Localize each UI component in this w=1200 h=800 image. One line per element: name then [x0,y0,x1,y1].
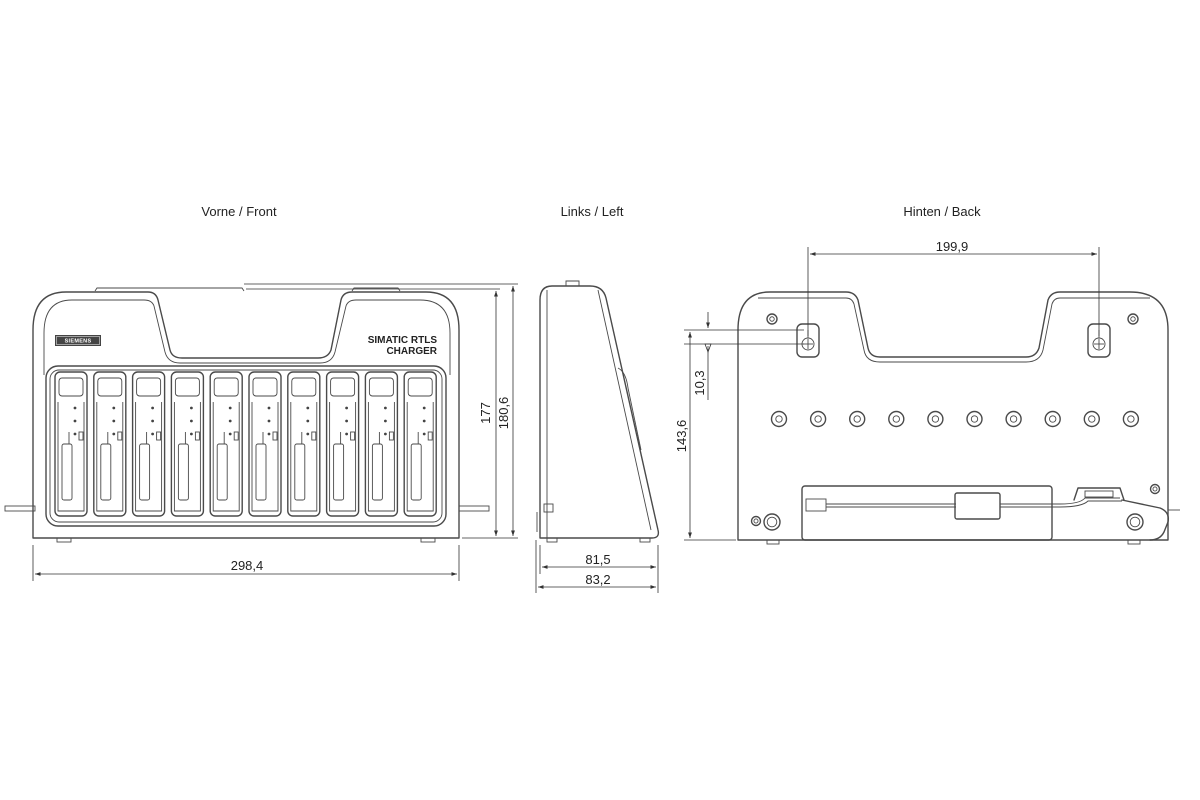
back-screws [750,313,1161,531]
cable-channel [801,485,1053,541]
charging-slot [364,371,399,517]
left-connector [543,503,554,513]
front-rod-left [4,505,36,512]
screw [770,410,788,428]
charging-slot [131,371,166,517]
front-view-title: Vorne / Front [201,204,277,219]
dim-depth-total-label: 83,2 [585,572,610,587]
left-slope-detail [617,367,642,451]
left-view [536,280,660,543]
corner-screw [1127,313,1139,325]
cable-ferrite [954,492,1001,520]
screw [849,410,866,428]
foot-bolt [1126,513,1144,531]
left-slope-inner [597,289,652,531]
front-body-inner-contour [43,299,451,375]
screw [1005,410,1022,428]
back-foot-right [1127,539,1141,545]
charging-slot [93,371,127,517]
left-foot-front [546,537,558,543]
cable-line-out-upper [1000,497,1120,505]
screw [809,410,827,428]
front-foot-left [56,537,72,543]
front-body [32,291,460,539]
screw [1122,410,1140,428]
back-inner-contour [758,297,1150,363]
dim-depths: 81,5 83,2 [535,540,659,593]
cable-plug [805,498,827,512]
siemens-logo [55,335,101,346]
dim-hole-slot-label: 10,3 [692,370,707,395]
dim-hole-height-label: 143,6 [674,420,689,453]
dim-height-outer-label: 180,6 [496,397,511,430]
dim-hole-spacing: 199,9 [807,239,1100,336]
corner-screw [766,313,778,325]
charging-slot [54,371,88,517]
foot-bolt [763,513,781,531]
cable-clip-slot [1084,490,1114,498]
left-view-title: Links / Left [561,204,624,219]
front-rod-right [458,505,490,512]
screw [888,410,905,428]
back-view [737,291,1180,545]
charging-slots [54,371,437,517]
dim-height-inner-label: 177 [478,402,493,424]
cable-clip [1073,487,1125,501]
screw [927,410,944,428]
dim-hole-spacing-label: 199,9 [936,239,969,254]
screw [1083,410,1101,428]
back-screw-row [770,410,1140,428]
cable-line-out-lower [1000,500,1122,508]
siemens-logo-text: SIEMENS [65,339,92,345]
dim-hole-height: 143,6 10,3 [674,312,804,541]
charging-slot [287,371,321,517]
charging-slot [248,371,282,517]
dim-heights: 177 180,6 [244,283,518,539]
front-view: SIEMENS SIMATIC RTLS CHARGER [4,287,490,543]
front-top-rim-right [351,287,401,292]
front-slot-tray-inner [49,369,443,523]
charging-slot [325,371,360,517]
charging-slot [209,371,243,517]
back-view-title: Hinten / Back [903,204,981,219]
product-label-line2: CHARGER [386,346,437,357]
charging-slot [170,371,205,517]
product-label-line1: SIMATIC RTLS [368,335,438,346]
back-foot-left [766,539,780,545]
left-body [539,285,660,539]
dim-width-label: 298,4 [231,558,264,573]
back-hook [1121,499,1170,541]
left-foot-back [639,537,651,543]
charging-slot [403,371,437,517]
front-foot-right [420,537,436,543]
screw [966,410,983,428]
screw [1044,410,1061,428]
corner-screw [1149,483,1161,495]
front-top-rim-left [94,287,245,292]
front-slot-tray [45,365,447,527]
dim-depth-base-label: 81,5 [585,552,610,567]
dim-width: 298,4 [32,545,460,581]
corner-screw [750,515,762,527]
left-top-cap [565,280,580,286]
